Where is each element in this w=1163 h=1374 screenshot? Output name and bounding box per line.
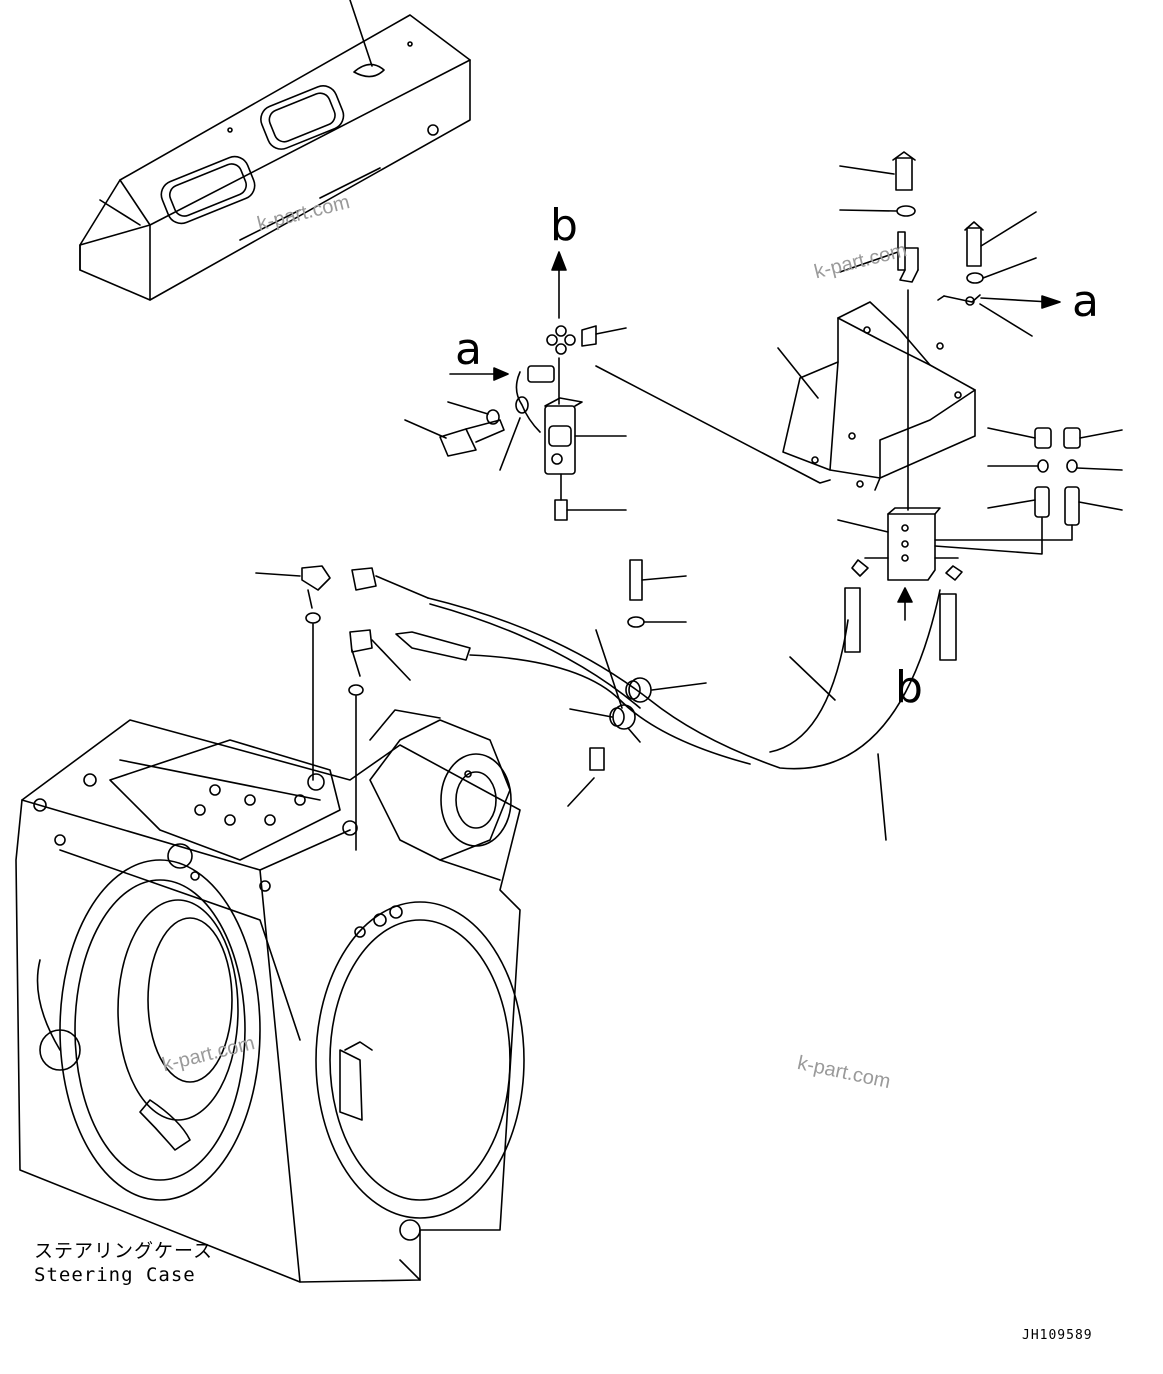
leader-line: [937, 295, 945, 301]
bracket-manifold-assembly: [777, 151, 1123, 621]
reference-letter-a-right: a: [1072, 276, 1099, 327]
steering-case-housing: [15, 709, 525, 1283]
reference-letter-a-left: a: [455, 324, 482, 375]
reference-letter-b-top: b: [550, 200, 578, 251]
caption-japanese: ステアリングケース: [34, 1240, 214, 1262]
frame-cover-part: [79, 0, 471, 301]
drawing-id: JH109589: [1022, 1328, 1093, 1343]
solenoid-valve-assembly: [404, 251, 831, 521]
caption-english: Steering Case: [34, 1264, 196, 1286]
reference-letter-b-bottom: b: [895, 662, 923, 713]
hydraulic-hoses: [255, 559, 957, 851]
